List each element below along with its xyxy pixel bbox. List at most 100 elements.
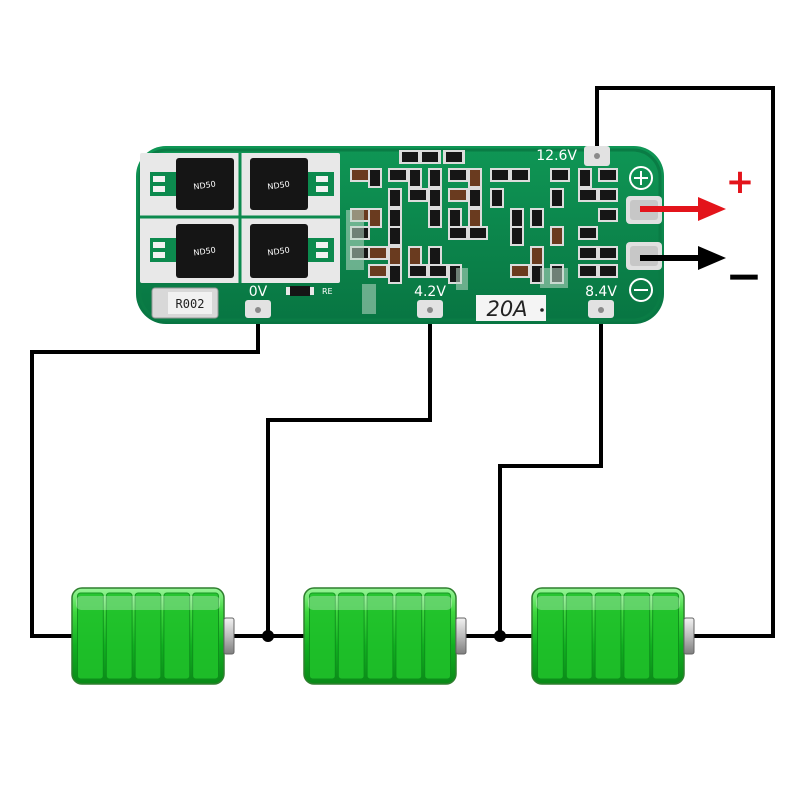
current-rating-label: 20A (486, 297, 527, 321)
battery-terminal (683, 617, 695, 655)
battery-cell (134, 592, 162, 680)
svg-text:ND50: ND50 (193, 246, 216, 258)
smd-part (399, 150, 421, 164)
copper-pad (362, 284, 376, 314)
smd-part (598, 168, 618, 182)
smd-part (368, 246, 388, 260)
battery-cell (623, 592, 651, 680)
copper-pad (346, 210, 364, 270)
battery-terminal (223, 617, 235, 655)
output-minus-label: − (726, 251, 763, 302)
smd-part (578, 264, 598, 278)
smd-part (368, 208, 382, 228)
smd-components (346, 150, 618, 314)
smd-part (598, 208, 618, 222)
smd-part (419, 150, 441, 164)
smd-part (510, 208, 524, 228)
pad-12v6-label: 12.6V (536, 148, 577, 164)
smd-part (388, 246, 402, 266)
smd-part (468, 168, 482, 188)
smd-part (490, 168, 510, 182)
mosfet: ND50 (150, 224, 234, 278)
smd-part (408, 188, 428, 202)
battery-cell (163, 592, 191, 680)
smd-part (408, 168, 422, 188)
battery-cell (565, 592, 593, 680)
re-label: RE (322, 287, 333, 296)
smd-part (388, 168, 408, 182)
smd-part (408, 246, 422, 266)
pad-4v2-label: 4.2V (414, 284, 446, 300)
smd-part (550, 188, 564, 208)
smd-part (388, 188, 402, 208)
pad-0v: 0V (245, 284, 271, 318)
pad-4v2: 4.2V (414, 284, 446, 318)
junction-dot (262, 630, 274, 642)
wire-0v (30, 312, 260, 638)
pad-12v6: 12.6V (536, 146, 610, 166)
smd-part (530, 208, 544, 228)
smd-part (490, 188, 504, 208)
smd-part (428, 264, 448, 278)
smd-part (448, 226, 468, 240)
battery (71, 587, 235, 685)
pad-8v4: 8.4V (585, 284, 617, 318)
smd-part (598, 264, 618, 278)
smd-part (468, 226, 488, 240)
smd-part (428, 246, 442, 266)
battery-cell (105, 592, 133, 680)
smd-part (388, 208, 402, 228)
svg-text:ND50: ND50 (267, 246, 290, 258)
smd-part (550, 226, 564, 246)
smd-part (578, 226, 598, 240)
shunt-resistor: R002 (151, 287, 219, 319)
smd-part (388, 226, 402, 246)
output-plus-label: + (726, 162, 755, 202)
smd-part (448, 188, 468, 202)
smd-part (350, 168, 370, 182)
battery-cell (337, 592, 365, 680)
smd-part (578, 188, 598, 202)
junction-dot (494, 630, 506, 642)
smd-part (598, 246, 618, 260)
wire-4v2 (266, 312, 432, 636)
smd-part (428, 208, 442, 228)
smd-part (468, 208, 482, 228)
smd-part (598, 188, 618, 202)
smd-part (428, 168, 442, 188)
plus-marking (629, 166, 653, 190)
copper-pad (456, 268, 468, 290)
battery-cell (366, 592, 394, 680)
battery-cell (594, 592, 622, 680)
smd-part (510, 226, 524, 246)
smd-part (428, 188, 442, 208)
copper-pad (540, 268, 568, 288)
smd-part (408, 264, 428, 278)
svg-text:ND50: ND50 (267, 180, 290, 192)
battery-cell (192, 592, 219, 680)
minus-marking (629, 278, 653, 302)
battery-cell (395, 592, 423, 680)
smd-part (578, 168, 592, 188)
smd-part (578, 246, 598, 260)
smd-part (368, 264, 388, 278)
battery (531, 587, 695, 685)
pad-8v4-label: 8.4V (585, 284, 617, 300)
current-rating: 20A (476, 295, 546, 321)
wire-12v6 (595, 86, 775, 638)
smd-part (510, 264, 530, 278)
pad-0v-label: 0V (249, 284, 268, 300)
smd-part (530, 246, 544, 266)
smd-part (443, 150, 465, 164)
battery-cell (77, 592, 104, 680)
smd-part (448, 168, 468, 182)
smd-part (510, 168, 530, 182)
battery-cell (652, 592, 680, 680)
mosfet: ND50 (250, 158, 334, 210)
bms-board: ND50 ND50 ND50 ND50 (136, 146, 664, 324)
mosfet-array: ND50 ND50 ND50 ND50 (140, 153, 340, 283)
smd-part (368, 168, 382, 188)
smd-part (550, 168, 570, 182)
battery-cell (424, 592, 452, 680)
